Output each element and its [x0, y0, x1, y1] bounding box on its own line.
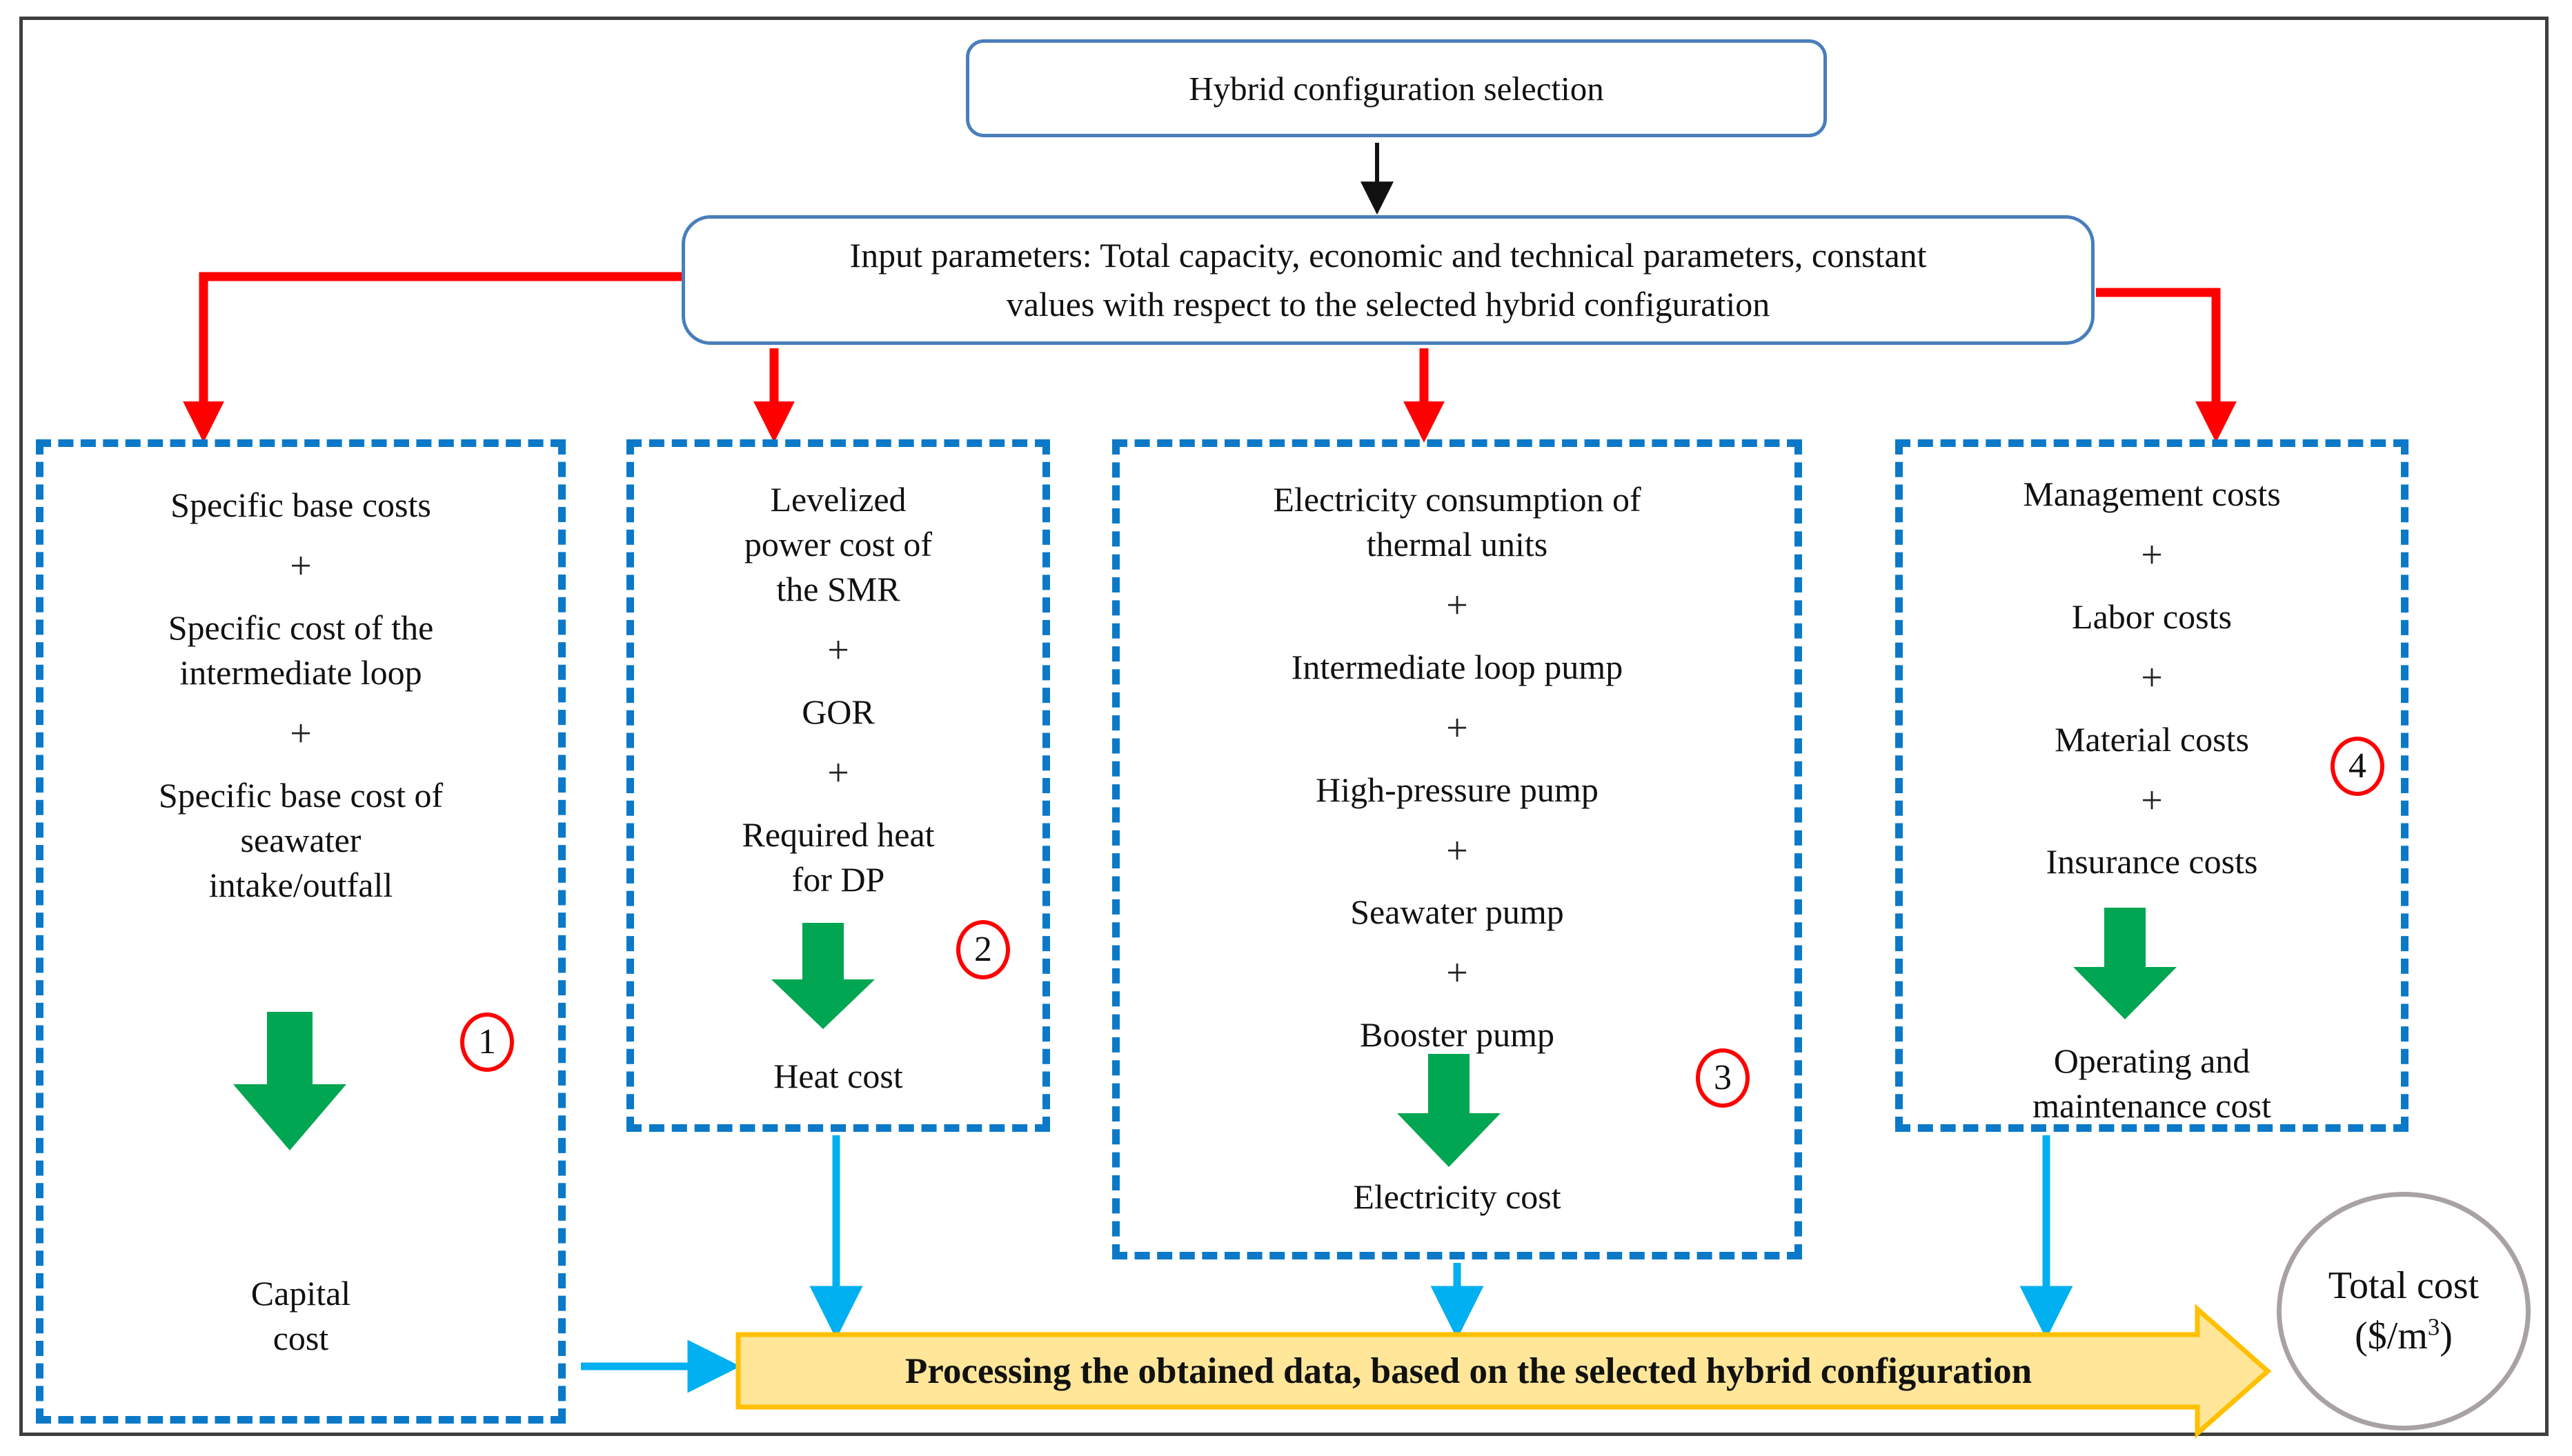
electricity-cost-branch-box: Electricity consumption of thermal units…: [1112, 439, 1802, 1259]
branch3-item-4: Seawater pump: [1350, 892, 1564, 932]
green-down-arrow-om-cost: [2073, 908, 2177, 1019]
branch3-item-3: High-pressure pump: [1316, 770, 1599, 809]
red-arrow-to-branch-1: [183, 272, 682, 443]
branch1-item-3: Specific base cost of seawater intake/ou…: [158, 775, 444, 904]
branch4-result: Operating and maintenance cost: [2032, 1041, 2271, 1125]
branch3-result: Electricity cost: [1353, 1177, 1561, 1216]
plus-sign: +: [290, 712, 312, 755]
hybrid-configuration-selection-label: Hybrid configuration selection: [1189, 69, 1604, 108]
branch3-item-2: Intermediate loop pump: [1291, 647, 1623, 686]
plus-sign: +: [1446, 584, 1468, 627]
branch-number-badge-1: 1: [460, 1013, 514, 1072]
branch1-result: Capital cost: [250, 1274, 351, 1357]
hybrid-configuration-selection-box: Hybrid configuration selection: [966, 39, 1827, 137]
branch2-item-3: Required heat for DP: [742, 815, 935, 899]
branch4-item-1: Management costs: [2023, 475, 2281, 513]
total-cost-label: Total cost: [2328, 1264, 2480, 1308]
heat-cost-branch-box: Levelized power cost of the SMR + GOR + …: [626, 439, 1050, 1132]
plus-sign: +: [827, 629, 849, 672]
branch1-item-2: Specific cost of the intermediate loop: [168, 608, 434, 692]
plus-sign: +: [2141, 779, 2163, 822]
input-parameters-box: Input parameters: Total capacity, econom…: [682, 215, 2095, 345]
plus-sign: +: [827, 751, 849, 795]
green-down-arrow-capital-cost: [233, 1012, 346, 1150]
branch3-item-1: Electricity consumption of thermal units: [1273, 480, 1641, 564]
branch-number-badge-4: 4: [2331, 737, 2384, 796]
branch2-result: Heat cost: [773, 1057, 903, 1095]
branch4-item-4: Insurance costs: [2046, 842, 2258, 881]
green-down-arrow-electricity-cost: [1397, 1054, 1501, 1167]
plus-sign: +: [290, 545, 312, 588]
plus-sign: +: [1446, 829, 1468, 872]
branch4-item-3: Material costs: [2055, 719, 2249, 759]
processing-banner-label: Processing the obtained data, based on t…: [904, 1350, 2032, 1391]
processing-banner-arrow: [735, 1304, 2272, 1439]
green-down-arrow-heat-cost: [771, 923, 875, 1029]
capital-cost-branch-box: Specific base costs + Specific cost of t…: [36, 439, 566, 1424]
branch-number-badge-3: 3: [1696, 1048, 1750, 1108]
branch2-item-1: Levelized power cost of the SMR: [744, 480, 933, 608]
branch2-item-2: GOR: [802, 692, 875, 731]
branch-number-badge-2: 2: [956, 920, 1010, 979]
plus-sign: +: [1446, 952, 1468, 995]
red-arrow-to-branch-4: [2096, 288, 2237, 443]
om-cost-branch-box: Management costs + Labor costs + Materia…: [1895, 439, 2408, 1132]
branch4-item-2: Labor costs: [2072, 597, 2232, 636]
plus-sign: +: [2141, 656, 2163, 699]
branch3-item-5: Booster pump: [1360, 1015, 1554, 1055]
branch1-item-1: Specific base costs: [170, 486, 431, 524]
plus-sign: +: [1446, 706, 1468, 750]
plus-sign: +: [2141, 534, 2163, 577]
total-cost-unit: ($/m3): [2355, 1313, 2453, 1357]
input-parameters-label: Input parameters: Total capacity, econom…: [849, 236, 1927, 323]
total-cost-circle: Total cost ($/m3): [2277, 1192, 2531, 1430]
